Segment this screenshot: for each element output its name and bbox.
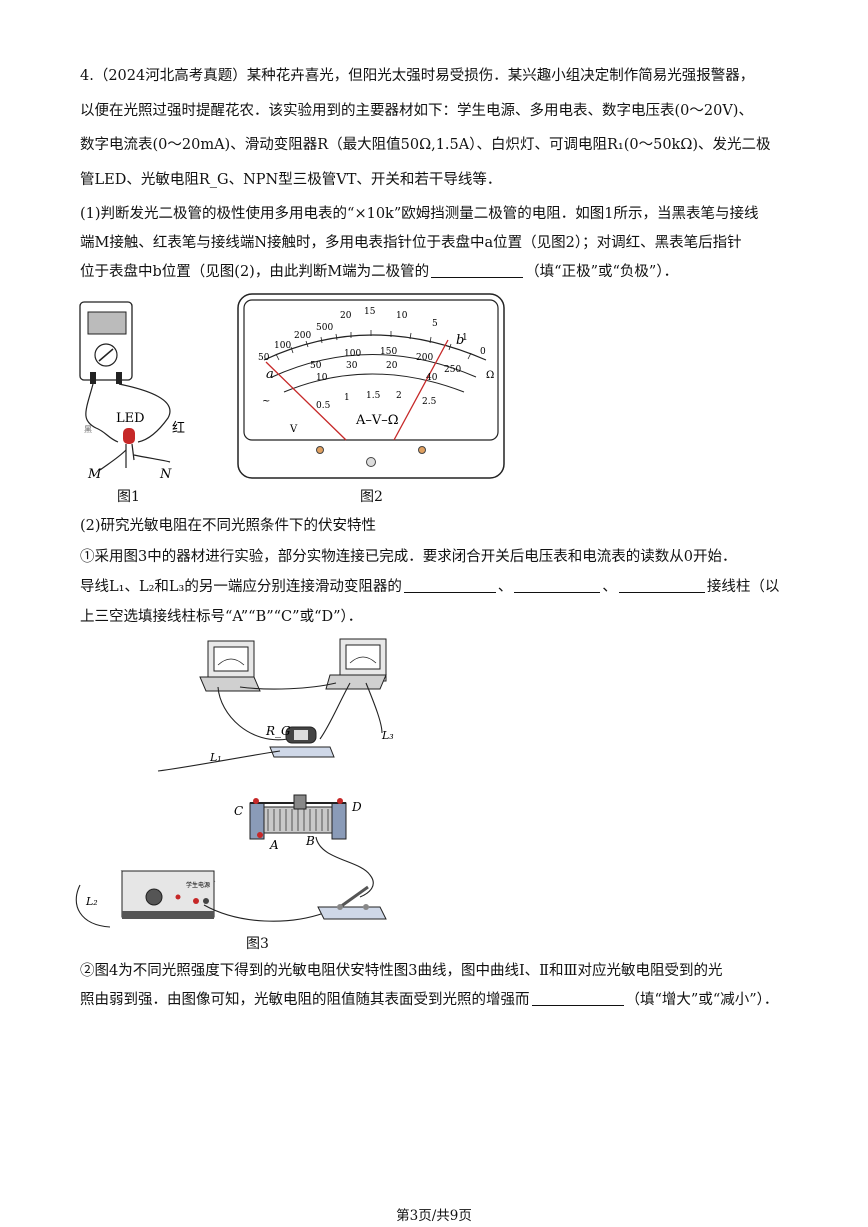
problem-line-2: 以便在光照过强时提醒花农．该实验用到的主要器材如下：学生电源、多用电表、数字电压… bbox=[80, 103, 753, 119]
figure-3-apparatus: R_G L₁ L₃ C D A B 学生电源 L₂ bbox=[75, 638, 394, 928]
fig3-rg-label: R_G bbox=[265, 724, 291, 738]
mid-tick-250: 250 bbox=[444, 365, 461, 375]
low-tick-1-5: 1.5 bbox=[366, 391, 381, 401]
ohm-tick-0: 0 bbox=[480, 347, 486, 357]
figure-3-caption: 图3 bbox=[246, 936, 269, 952]
fig2-meter-text: A–V–Ω bbox=[355, 413, 399, 428]
ohm-tick-100: 100 bbox=[274, 341, 291, 351]
mid-tick-100: 100 bbox=[344, 349, 361, 359]
switch bbox=[317, 885, 387, 920]
low-tick-1: 1 bbox=[344, 393, 350, 403]
fig3-a-label: A bbox=[269, 838, 279, 852]
part3-line-1: ②图4为不同光照强度下得到的光敏电阻伏安特性图3曲线，图中曲线Ⅰ、Ⅱ和Ⅲ对应光敏… bbox=[80, 963, 723, 979]
ammeter bbox=[325, 638, 387, 690]
fig3-d-label: D bbox=[351, 800, 362, 814]
part2-line-1: ①采用图3中的器材进行实验，部分实物连接已完成．要求闭合开关后电压表和电流表的读… bbox=[80, 549, 737, 565]
mid-tick-30: 30 bbox=[346, 361, 358, 371]
mid-tick-10: 10 bbox=[316, 373, 328, 383]
figure-1-caption: 图1 bbox=[117, 489, 140, 505]
photoresistor bbox=[269, 726, 335, 758]
answer-blank-l1[interactable] bbox=[403, 578, 496, 593]
part2-line-2-post: 接线柱（以 bbox=[706, 579, 780, 595]
problem-line-4: 管LED、光敏电阻R_G、NPN型三极管VT、开关和若干导线等． bbox=[80, 172, 502, 188]
part3-line-2: 照由弱到强．由图像可知，光敏电阻的阻值随其表面受到光照的增强而 （填“增大”或“减… bbox=[80, 990, 778, 1010]
ohm-tick-5: 5 bbox=[432, 319, 438, 329]
problem-line-1: 4.（2024河北高考真题）某种花卉喜光，但阳光太强时易受损伤．某兴趣小组决定制… bbox=[80, 68, 755, 84]
mid-tick-50: 50 bbox=[310, 361, 322, 371]
figure-2-meter-dial: 50 100 200 500 20 15 10 5 1 0 100 150 20… bbox=[237, 293, 505, 479]
rheostat bbox=[249, 794, 347, 840]
fig2-tilde-mark: ~ bbox=[262, 396, 270, 407]
ohm-tick-15: 15 bbox=[364, 307, 376, 317]
part1-line-3-pre: 位于表盘中b位置（见图(2)，由此判断M端为二极管的 bbox=[80, 264, 430, 280]
power-supply-label: 学生电源 bbox=[186, 881, 210, 889]
fig3-l3-label: L₃ bbox=[381, 729, 394, 742]
part3-line-2-post: （填“增大”或“减小”）． bbox=[625, 992, 779, 1008]
mid-tick-150: 150 bbox=[380, 347, 397, 357]
figure-1-multimeter: LED 红 黑 M N bbox=[79, 301, 185, 482]
fig3-l1-label: L₁ bbox=[209, 751, 222, 764]
answer-blank-trend[interactable] bbox=[531, 991, 624, 1006]
fig2-a-label: a bbox=[266, 367, 274, 382]
answer-blank-l3[interactable] bbox=[618, 578, 705, 593]
fig1-red-label: 红 bbox=[172, 420, 185, 436]
fig3-b-label: B bbox=[305, 834, 315, 848]
power-supply: 学生电源 bbox=[120, 870, 216, 919]
low-tick-2-5: 2.5 bbox=[422, 397, 437, 407]
problem-line-3: 数字电流表(0～20mA)、滑动变阻器R（最大阻值50Ω,1.5A）、白炽灯、可… bbox=[80, 137, 771, 153]
part2-line-2-pre: 导线L₁、L₂和L₃的另一端应分别连接滑动变阻器的 bbox=[80, 579, 402, 595]
ohm-tick-1: 1 bbox=[462, 333, 468, 343]
fig1-n-label: N bbox=[159, 467, 172, 482]
part2-line-3: 上三空选填接线柱标号“A”“B”“C”或“D”）． bbox=[80, 609, 363, 625]
figure-2-caption: 图2 bbox=[360, 489, 383, 505]
answer-blank-polarity[interactable] bbox=[431, 263, 524, 278]
part1-line-3-post: （填“正极”或“负极”）． bbox=[525, 264, 679, 280]
part1-line-3: 位于表盘中b位置（见图(2)，由此判断M端为二极管的 （填“正极”或“负极”）． bbox=[80, 262, 678, 282]
part3-line-2-pre: 照由弱到强．由图像可知，光敏电阻的阻值随其表面受到光照的增强而 bbox=[80, 992, 530, 1008]
ohm-tick-10: 10 bbox=[396, 311, 408, 321]
voltmeter bbox=[199, 640, 261, 692]
mid-tick-20: 20 bbox=[386, 361, 398, 371]
fig1-m-label: M bbox=[87, 467, 102, 482]
fig2-v-mark: V bbox=[289, 424, 298, 435]
ohm-tick-50: 50 bbox=[258, 353, 270, 363]
part2-title: (2)研究光敏电阻在不同光照条件下的伏安特性 bbox=[80, 518, 377, 534]
part2-sep-1: 、 bbox=[497, 579, 513, 595]
fig3-l2-label: L₂ bbox=[85, 895, 98, 908]
mid-tick-40: 40 bbox=[426, 373, 438, 383]
ohm-tick-500: 500 bbox=[316, 323, 333, 333]
mid-tick-200: 200 bbox=[416, 353, 433, 363]
part2-sep-2: 、 bbox=[602, 579, 617, 595]
ohm-tick-200: 200 bbox=[294, 331, 311, 341]
low-tick-2: 2 bbox=[396, 391, 402, 401]
fig2-b-label: b bbox=[456, 333, 464, 348]
part1-line-2: 端M接触、红表笔与接线端N接触时，多用电表指针位于表盘中a位置（见图2）；对调红… bbox=[80, 235, 742, 251]
fig1-black-label: 黑 bbox=[84, 425, 92, 434]
page-footer: 第3页/共9页 bbox=[396, 1208, 472, 1224]
fig2-ohm-symbol: Ω bbox=[486, 370, 494, 381]
part2-line-2: 导线L₁、L₂和L₃的另一端应分别连接滑动变阻器的 、 、 接线柱（以 bbox=[80, 577, 779, 597]
low-tick-0-5: 0.5 bbox=[316, 401, 331, 411]
answer-blank-l2[interactable] bbox=[514, 578, 601, 593]
fig1-led-label: LED bbox=[116, 411, 145, 426]
fig3-c-label: C bbox=[234, 804, 243, 818]
part1-line-1: (1)判断发光二极管的极性使用多用电表的“×10k”欧姆挡测量二极管的电阻．如图… bbox=[80, 206, 759, 222]
ohm-tick-20: 20 bbox=[340, 311, 352, 321]
